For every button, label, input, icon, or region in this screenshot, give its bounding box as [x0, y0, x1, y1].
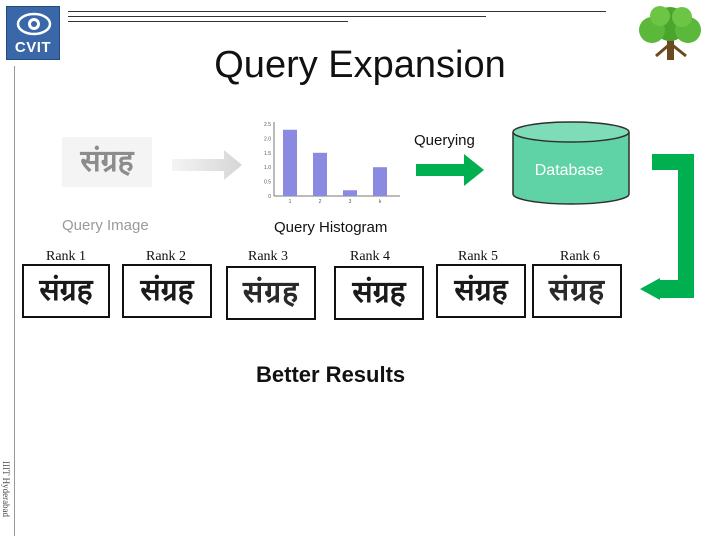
logo-text: CVIT [14, 39, 52, 56]
histogram-y-ticks: 0 0.5 1.0 1.5 2.0 2.5 [264, 122, 271, 200]
query-word: संग्रह [80, 144, 134, 179]
rank-3-word: संग्रह [242, 275, 300, 310]
database-icon [512, 121, 630, 205]
better-results-text: Better Results [256, 362, 406, 387]
gray-arrow-icon [172, 150, 242, 180]
rank-1-image: संग्रह [22, 264, 110, 318]
rank-1-word: संग्रह [39, 273, 93, 308]
histogram-y-tick: 0 [268, 194, 271, 200]
header-rule [68, 16, 486, 17]
histogram-x-ticks: 1 2 3 k [289, 199, 382, 205]
histogram-bar [373, 167, 387, 196]
query-image: संग्रह [62, 137, 152, 187]
side-caption: IIIT Hyderabad [1, 461, 11, 518]
rank-6-word: संग्रह [548, 273, 606, 308]
histogram-x-tick: 1 [289, 199, 292, 205]
querying-label: Querying [414, 132, 475, 149]
database-label: Database [534, 162, 604, 179]
rank-2-word: संग्रह [140, 273, 194, 308]
header-rule [68, 11, 606, 12]
histogram-x-tick: 3 [349, 199, 352, 205]
histogram-y-tick: 2.0 [264, 136, 271, 142]
page-title: Query Expansion [214, 44, 506, 86]
histogram-y-tick: 0.5 [264, 180, 271, 186]
rank-5-word: संग्रह [454, 273, 508, 308]
rank-6-image: संग्रह [532, 264, 622, 318]
histogram-bar [343, 190, 357, 196]
tree-logo [639, 6, 701, 60]
rank-3-image: संग्रह [226, 266, 316, 320]
query-image-label: Query Image [62, 217, 149, 234]
eye-icon [16, 12, 52, 36]
rank-2-image: संग्रह [122, 264, 212, 318]
histogram-bar [283, 129, 297, 196]
rank-4-word: संग्रह [352, 275, 406, 310]
rank-3-label: Rank 3 [248, 249, 289, 264]
querying-arrow-icon [416, 154, 484, 186]
side-rule [14, 66, 15, 536]
rank-1-label: Rank 1 [46, 249, 87, 264]
header-rule [68, 21, 348, 22]
rank-2-label: Rank 2 [146, 249, 187, 264]
cvit-logo: CVIT [6, 6, 60, 60]
rank-5-label: Rank 5 [458, 249, 499, 264]
histogram-x-tick: k [379, 199, 382, 205]
histogram-x-tick: 2 [319, 199, 322, 205]
histogram-y-tick: 1.5 [264, 151, 271, 157]
feedback-arrow-icon [640, 154, 694, 300]
histogram-y-tick: 1.0 [264, 165, 271, 171]
histogram-bar [313, 152, 327, 196]
rank-6-label: Rank 6 [560, 249, 601, 264]
rank-4-image: संग्रह [334, 266, 424, 320]
histogram-bars [283, 129, 387, 196]
rank-4-label: Rank 4 [350, 249, 391, 264]
rank-5-image: संग्रह [436, 264, 526, 318]
histogram-y-tick: 2.5 [264, 122, 271, 128]
query-histogram-label: Query Histogram [274, 219, 388, 236]
query-histogram: 0 0.5 1.0 1.5 2.0 2.5 1 2 3 k [264, 122, 400, 205]
